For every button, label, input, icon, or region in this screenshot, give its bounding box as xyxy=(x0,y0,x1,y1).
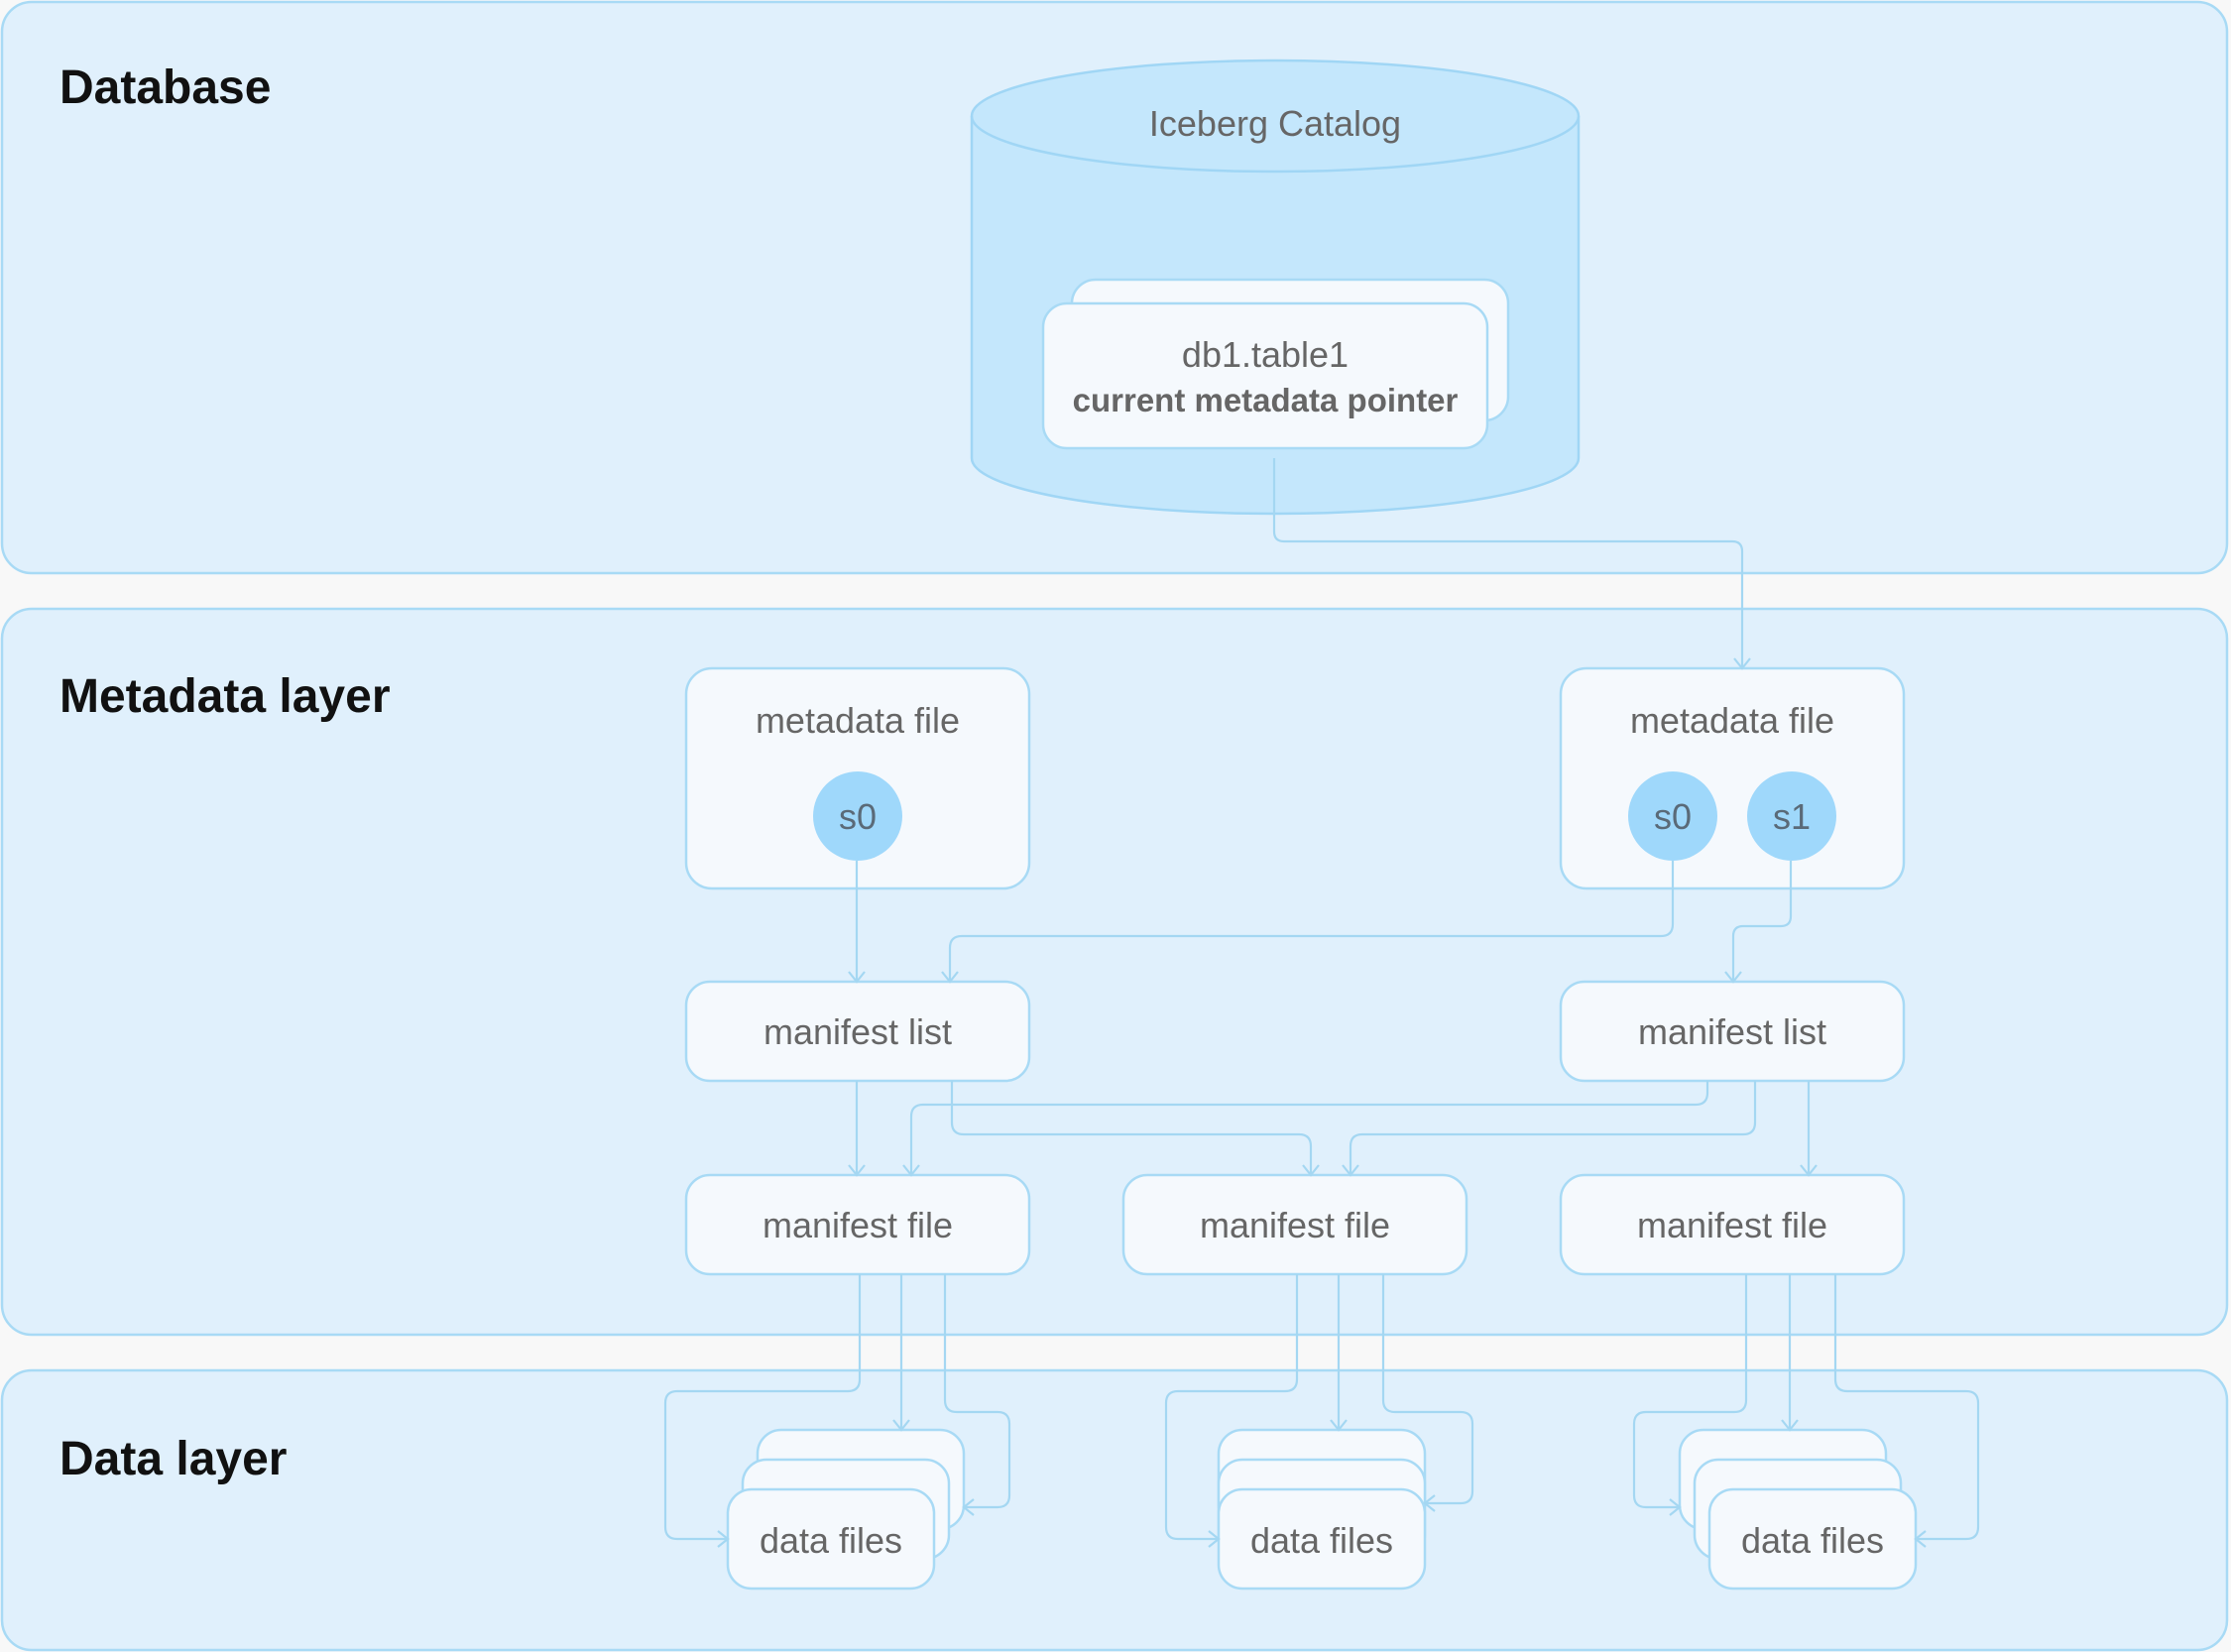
arrowhead-icon xyxy=(941,971,959,984)
table-pointer-card[interactable] xyxy=(1041,301,1489,450)
arrowhead-icon xyxy=(1302,1164,1320,1177)
manifest-list-2[interactable]: manifest list xyxy=(1559,980,1906,1083)
manifest-file-label: manifest file xyxy=(763,1205,953,1245)
metadata-layer-title: Metadata layer xyxy=(59,670,391,723)
manifest-file-label: manifest file xyxy=(1200,1205,1390,1245)
data-files-stack-1[interactable]: data files xyxy=(726,1428,966,1591)
metadata-file-1[interactable]: metadata file s0 xyxy=(684,666,1031,890)
arrowhead-icon xyxy=(1724,971,1742,984)
data-layer-panel xyxy=(0,1368,2229,1652)
manifest-file-3[interactable]: manifest file xyxy=(1559,1173,1906,1276)
catalog-cylinder-top xyxy=(970,59,1581,174)
connectors xyxy=(663,458,1980,1548)
manifest-file-to-data-files-connector xyxy=(943,1274,1011,1509)
snapshot-label: s1 xyxy=(1773,796,1811,837)
snapshot-s1-node[interactable] xyxy=(1747,771,1836,861)
snapshot-to-manifest-list-connector xyxy=(948,861,1675,982)
snapshot-label: s0 xyxy=(1654,796,1692,837)
snapshot-to-manifest-list-connector xyxy=(1731,861,1793,982)
manifest-file-1[interactable]: manifest file xyxy=(684,1173,1031,1276)
manifest-file-to-data-files-connector xyxy=(1164,1274,1299,1541)
catalog-label: Iceberg Catalog xyxy=(1149,103,1401,144)
manifest-file-label: manifest file xyxy=(1637,1205,1827,1245)
manifest-file-to-data-files-connector xyxy=(1632,1274,1748,1509)
manifest-file-box xyxy=(1121,1173,1468,1276)
arrowhead-icon xyxy=(892,1419,910,1432)
arrowhead-icon xyxy=(1330,1419,1348,1432)
database-layer-title: Database xyxy=(59,61,271,114)
manifest-list-1[interactable]: manifest list xyxy=(684,980,1031,1083)
arrowhead-icon xyxy=(1208,1530,1221,1548)
arrowhead-icon xyxy=(848,971,866,984)
manifest-list-to-manifest-file-connector xyxy=(950,1081,1313,1175)
pointer-label: current metadata pointer xyxy=(1073,382,1459,418)
manifest-list-label: manifest list xyxy=(1638,1011,1826,1052)
data-files-label: data files xyxy=(1741,1520,1884,1561)
table-name: db1.table1 xyxy=(1182,334,1349,375)
data-files-label: data files xyxy=(760,1520,902,1561)
manifest-file-box xyxy=(1559,1173,1906,1276)
arrowhead-icon xyxy=(1781,1419,1799,1432)
data-files-stack-3[interactable]: data files xyxy=(1678,1428,1918,1591)
data-files-label: data files xyxy=(1250,1520,1393,1561)
manifest-list-to-manifest-file-connector xyxy=(909,1081,1709,1175)
catalog-to-metadata-connector xyxy=(1272,458,1744,668)
arrowhead-icon xyxy=(848,1164,866,1177)
arrowhead-icon xyxy=(1423,1494,1436,1512)
arrowhead-icon xyxy=(1733,657,1751,670)
arrowhead-icon xyxy=(962,1498,975,1516)
snapshot-s0-node[interactable] xyxy=(1628,771,1717,861)
manifest-list-label: manifest list xyxy=(763,1011,952,1052)
metadata-file-label: metadata file xyxy=(1630,700,1834,741)
arrowhead-icon xyxy=(1342,1164,1359,1177)
arrowhead-icon xyxy=(717,1530,730,1548)
arrowhead-icon xyxy=(1669,1498,1682,1516)
manifest-list-to-manifest-file-connector xyxy=(1349,1081,1757,1175)
data-layer-title: Data layer xyxy=(59,1433,287,1485)
arrowhead-icon xyxy=(1800,1164,1818,1177)
metadata-file-2[interactable]: metadata file s0 s1 xyxy=(1559,666,1906,890)
manifest-file-to-data-files-connector xyxy=(1381,1274,1474,1505)
manifest-file-to-data-files-connector xyxy=(663,1274,862,1541)
data-files-stack-2[interactable]: data files xyxy=(1217,1428,1427,1591)
metadata-file-label: metadata file xyxy=(756,700,960,741)
manifest-file-2[interactable]: manifest file xyxy=(1121,1173,1468,1276)
iceberg-catalog: Iceberg Catalog db1.table1 current metad… xyxy=(970,59,1581,516)
snapshot-s0-node[interactable] xyxy=(813,771,902,861)
manifest-file-to-data-files-connector xyxy=(1833,1274,1980,1541)
arrowhead-icon xyxy=(902,1164,920,1177)
snapshot-label: s0 xyxy=(839,796,877,837)
arrowhead-icon xyxy=(1914,1530,1927,1548)
